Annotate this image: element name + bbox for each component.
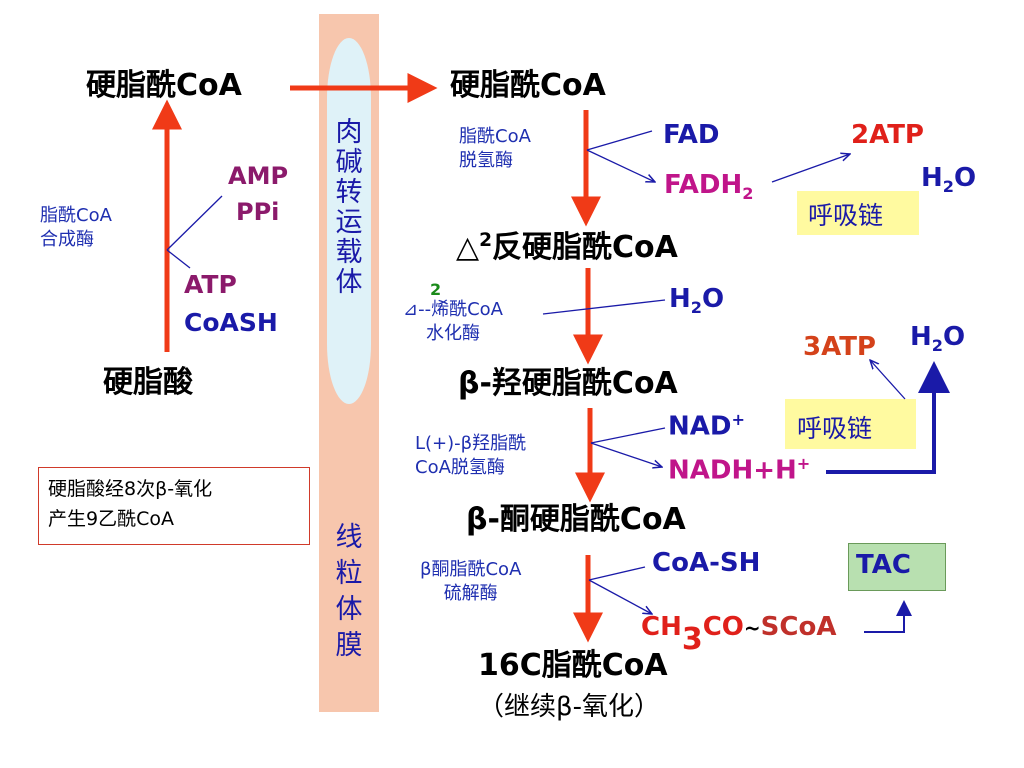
stearic-acid: 硬脂酸 bbox=[103, 365, 193, 400]
carnitine-carrier bbox=[327, 38, 371, 404]
acetyl-coa: CH3CO~SCoA bbox=[641, 612, 837, 657]
tac-box bbox=[848, 543, 946, 591]
respiratory-chain-1: 呼吸链 bbox=[808, 201, 884, 230]
coa-sh: CoA-SH bbox=[652, 548, 761, 578]
respiratory-chain-box-1 bbox=[797, 191, 919, 235]
atp-coash-reactants: ATP CoASH bbox=[184, 270, 278, 337]
tac: TAC bbox=[856, 550, 911, 580]
carrier-label: 肉碱转 运载体 bbox=[335, 117, 363, 298]
beta-hydroxy-stearoyl-coa: β-羟硬脂酰CoA bbox=[458, 366, 678, 401]
enzyme2-number: 2 bbox=[430, 280, 442, 299]
respiratory-chain-2: 呼吸链 bbox=[797, 414, 873, 443]
fadh2: FADH2 bbox=[664, 170, 754, 204]
h2o-right: H2O bbox=[910, 322, 966, 356]
c16-acyl-coa: 16C脂酰CoA bbox=[478, 648, 668, 683]
h2o-mid: H2O bbox=[669, 284, 725, 318]
nad-plus: NAD+ bbox=[668, 410, 745, 442]
nadh-h-plus: NADH+H+ bbox=[668, 454, 811, 486]
beta-keto-stearoyl-coa: β-酮硬脂酰CoA bbox=[466, 502, 686, 537]
membrane-label: 线粒 体膜 bbox=[335, 522, 363, 661]
amp-ppi-products: AMP PPi bbox=[228, 162, 289, 226]
continue-note: （继续β-氧化） bbox=[478, 692, 660, 722]
delta2-trans-stearoyl-coa: △2反硬脂酰CoA bbox=[456, 230, 678, 265]
atp-2: 2ATP bbox=[851, 120, 924, 150]
summary-box bbox=[38, 467, 310, 545]
respiratory-chain-box-2 bbox=[785, 399, 916, 449]
left-stearoyl-coa: 硬脂酰CoA bbox=[86, 68, 242, 103]
atp-3: 3ATP bbox=[803, 332, 876, 362]
fad: FAD bbox=[663, 120, 720, 150]
right-stearoyl-coa: 硬脂酰CoA bbox=[450, 68, 606, 103]
h2o-top: H2O bbox=[921, 163, 977, 197]
summary-text: 硬脂酸经8次β-氧化产生9乙酰CoA bbox=[48, 478, 213, 530]
